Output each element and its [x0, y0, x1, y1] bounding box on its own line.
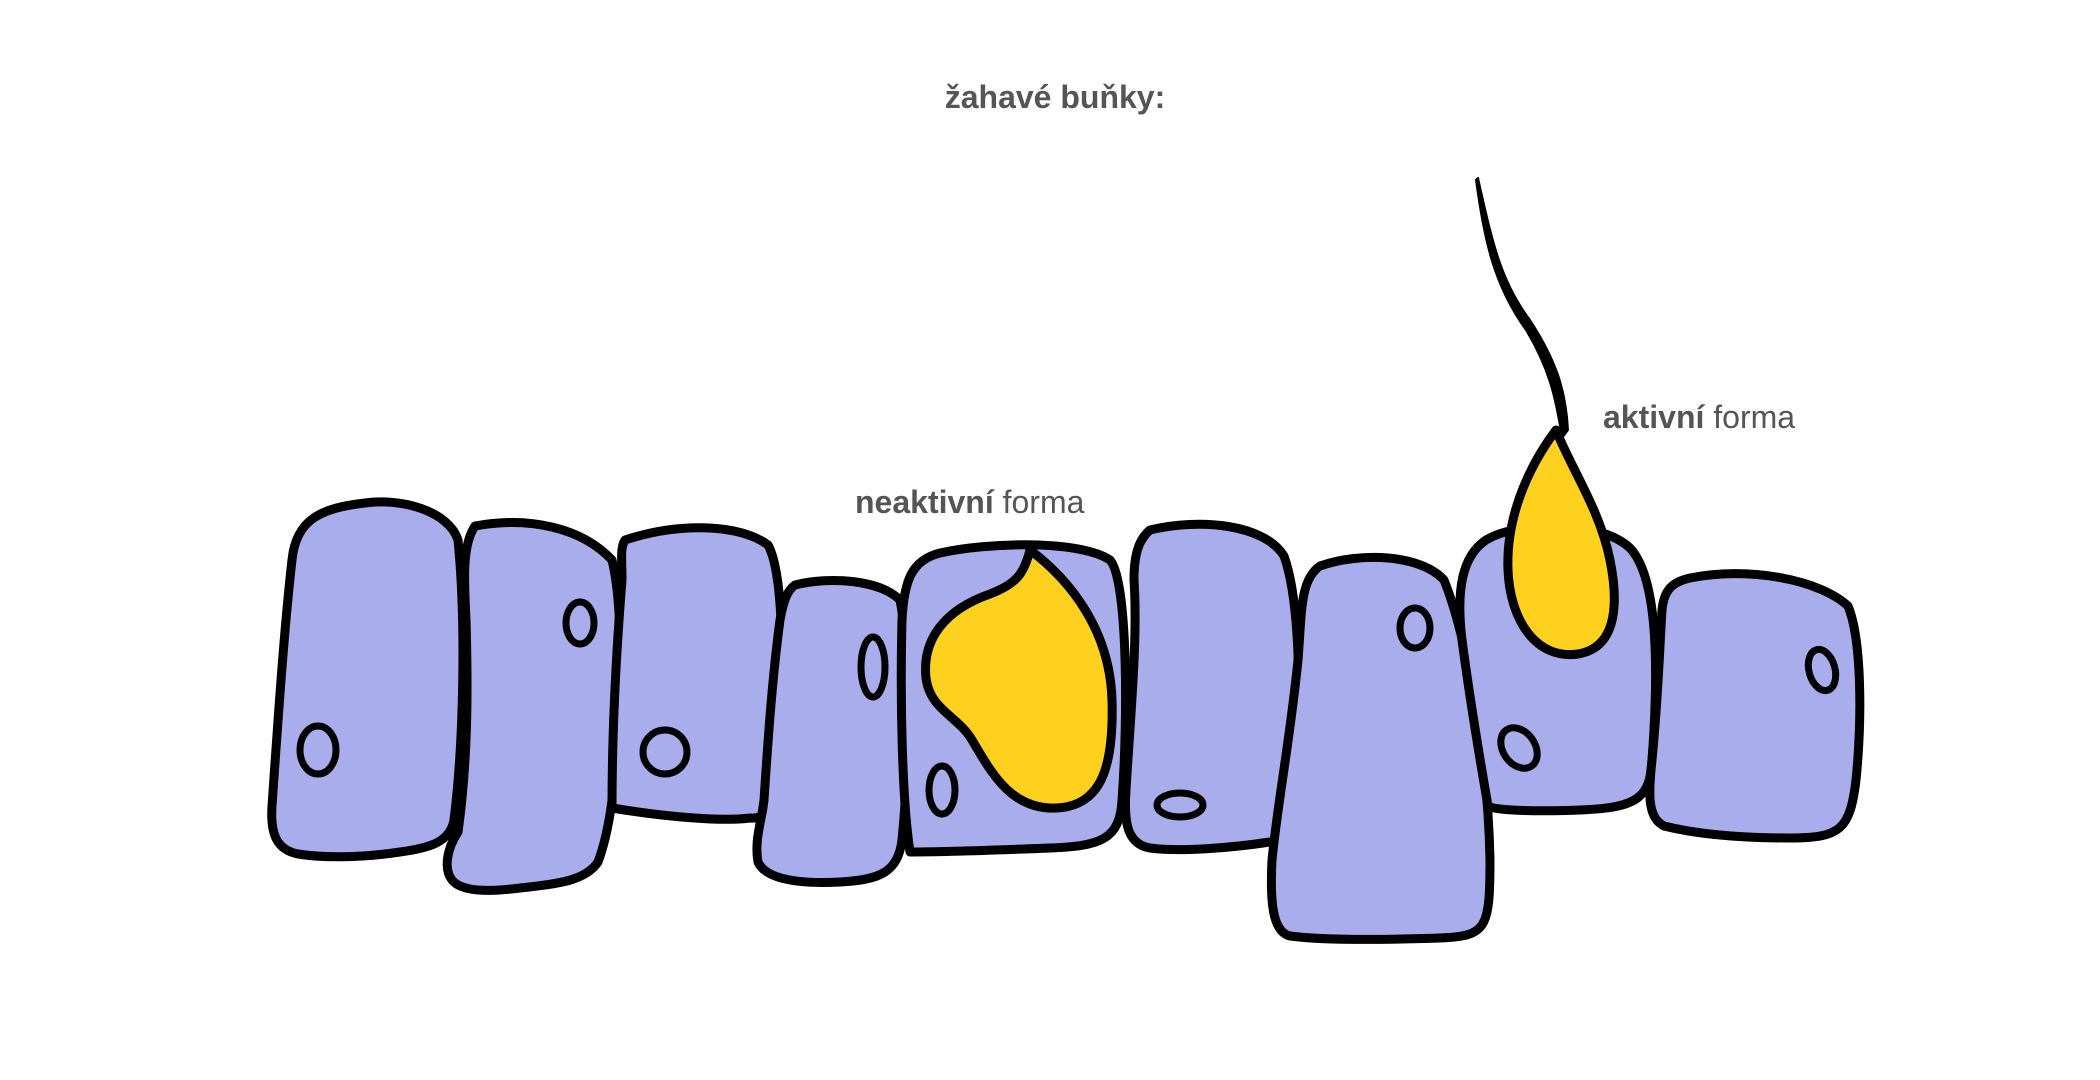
epithelial-cell — [607, 523, 787, 824]
cell-nucleus — [925, 762, 959, 818]
cell-nucleus — [562, 598, 598, 648]
cell-nucleus — [1497, 724, 1541, 772]
active-cnidocyte-cell — [1455, 177, 1661, 816]
epithelial-cell — [752, 575, 913, 887]
cell-nucleus — [857, 633, 889, 701]
cell-nucleus — [639, 726, 691, 778]
cell-nucleus — [1153, 789, 1207, 821]
epithelial-cell — [1120, 519, 1304, 855]
discharged-thread — [1475, 177, 1569, 439]
epithelial-cell — [267, 497, 468, 862]
cell-nucleus — [296, 722, 340, 778]
cell-nucleus — [1396, 604, 1434, 652]
epithelial-cell — [442, 518, 625, 895]
epithelial-cell — [1266, 552, 1495, 944]
active-nematocyst — [1503, 425, 1619, 660]
inactive-cnidocyte-cell — [896, 540, 1131, 857]
cell-nucleus — [1804, 645, 1840, 695]
inactive-form-label: neaktivní forma — [855, 484, 1085, 520]
diagram-title: žahavé buňky: — [945, 79, 1166, 115]
inactive-nematocyst — [921, 545, 1117, 813]
active-form-label: aktivní forma — [1603, 399, 1795, 435]
epithelial-cell — [1645, 569, 1865, 843]
